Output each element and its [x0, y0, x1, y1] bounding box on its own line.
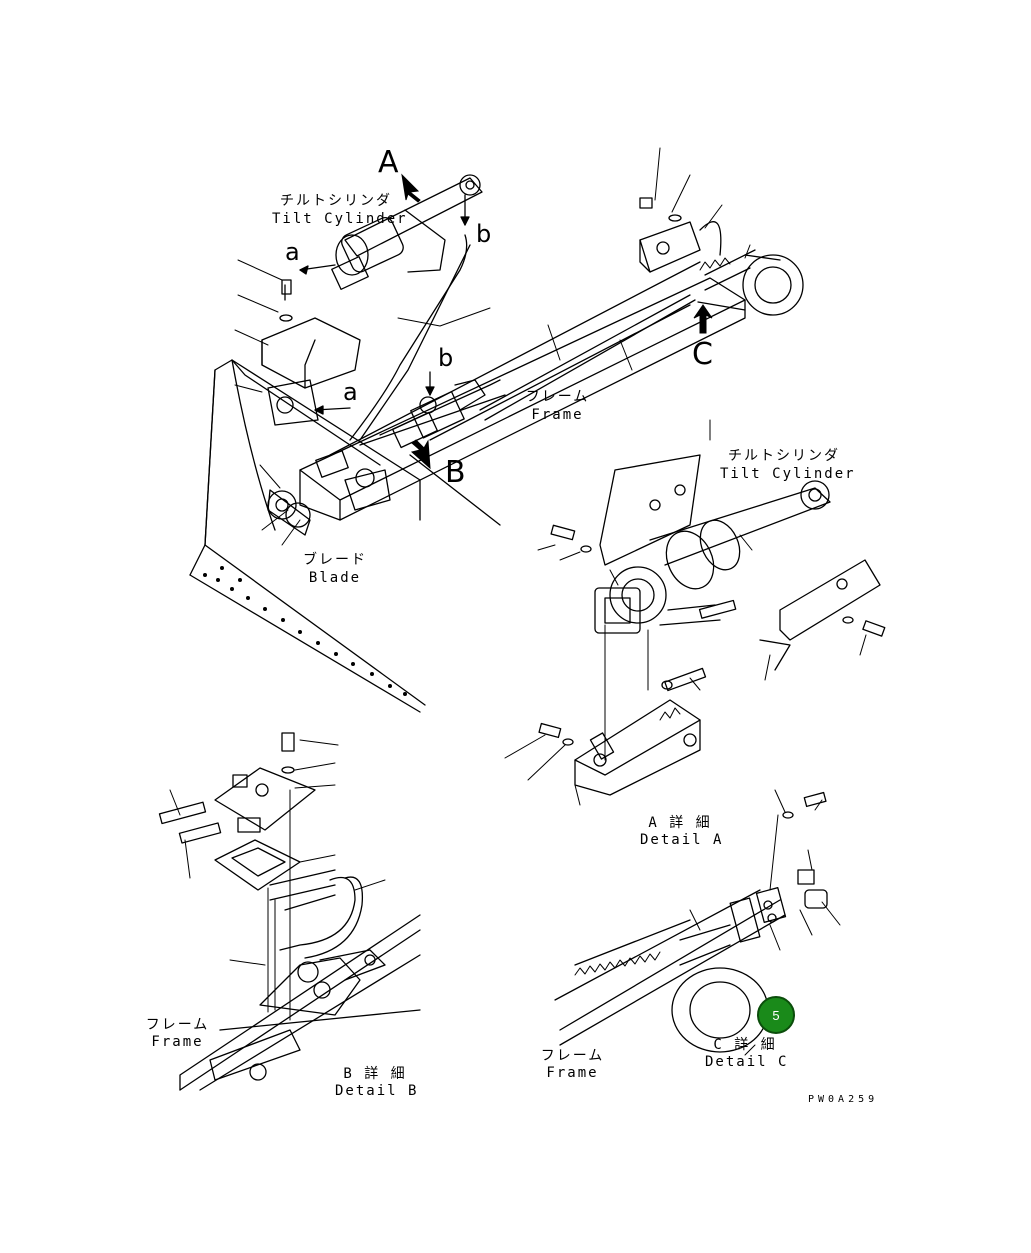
blade-outline: [189, 359, 426, 713]
detail-b-assembly: [158, 732, 421, 1091]
tilt-cylinder-a-jp: チルトシリンダ: [728, 448, 840, 464]
view-arrow-a: [401, 173, 421, 203]
detail-a-en: Detail A: [640, 832, 724, 848]
view-b-label: B: [445, 455, 466, 490]
frame-b-jp: フレーム: [145, 1017, 210, 1033]
tilt-cylinder-top-jp: チルトシリンダ: [280, 193, 392, 209]
detail-c-rack: [574, 257, 731, 976]
detail-a-bolts: [538, 524, 886, 746]
flow-arrows: [299, 194, 470, 415]
drawing-code: PW0A259: [808, 1094, 879, 1105]
tilt-cylinder-top-en: Tilt Cylinder: [272, 211, 408, 227]
hoses: [349, 234, 696, 526]
frame-top-en: Frame: [531, 407, 584, 423]
arrow-a-label-top: a: [285, 238, 300, 266]
view-a-label: A: [378, 145, 399, 180]
detail-a-jp: A 詳 細: [648, 815, 712, 831]
detail-c-jp: C 詳 細: [713, 1037, 777, 1053]
detail-c-assembly: [554, 791, 828, 1053]
connecting-lines: [267, 419, 779, 1021]
arrow-a-label-mid: a: [343, 378, 358, 406]
center-valve-block: [391, 379, 486, 449]
arrow-b-label-mid: b: [438, 344, 454, 372]
detail-a-assembly: [594, 454, 881, 671]
leader-lines: [169, 147, 867, 1056]
view-arrow-c: [693, 304, 713, 334]
blade-holes: [203, 566, 407, 696]
c-area-top: [639, 197, 804, 316]
frame-b-en: Frame: [151, 1034, 204, 1050]
detail-b-en: Detail B: [335, 1083, 419, 1099]
view-c-label: C: [692, 337, 713, 372]
frame-beam: [299, 261, 746, 521]
frame-top-jp: フレーム: [525, 389, 590, 405]
item-number-badge[interactable]: 5: [757, 996, 795, 1034]
frame-c-en: Frame: [546, 1065, 599, 1081]
blade-en: Blade: [308, 570, 362, 586]
tilt-cylinder-a-en: Tilt Cylinder: [720, 466, 856, 482]
cover-plate: [261, 279, 361, 426]
blade-jp: ブレード: [303, 552, 367, 568]
view-arrow-b: [410, 439, 431, 470]
tilt-cylinder-top: [331, 174, 483, 290]
detail-a-bracket: [574, 699, 701, 796]
detail-c-en: Detail C: [705, 1054, 789, 1070]
arrow-b-label-top: b: [476, 220, 492, 248]
detail-b-jp: B 詳 細: [343, 1066, 407, 1082]
frame-c-jp: フレーム: [540, 1048, 605, 1064]
